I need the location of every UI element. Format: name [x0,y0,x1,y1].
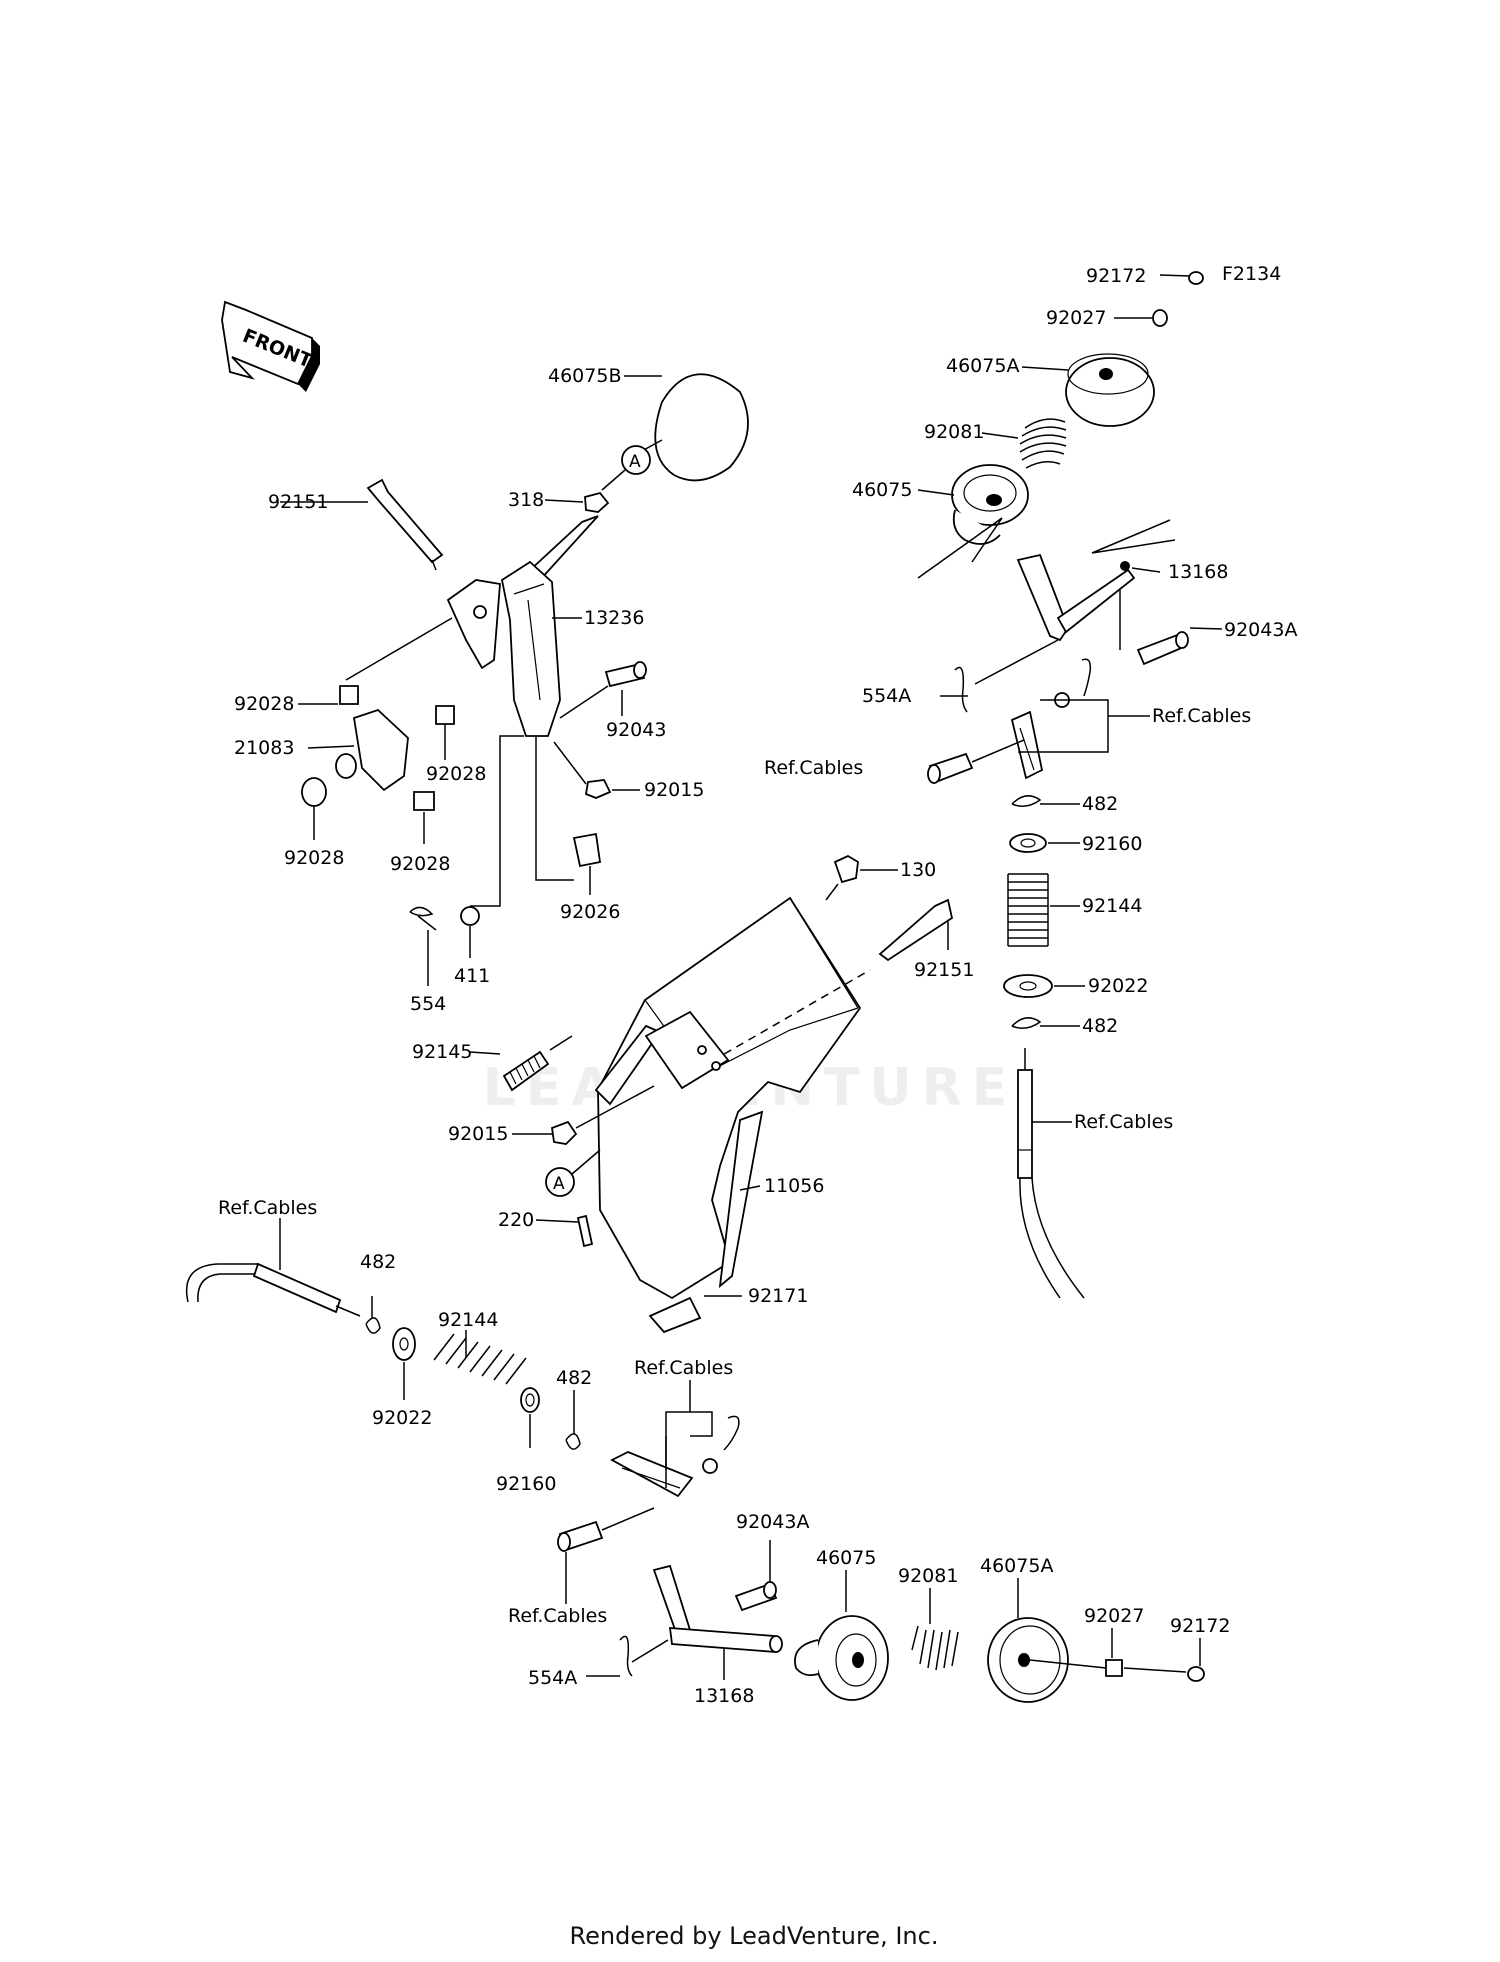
label-220: 220 [498,1209,534,1231]
label-92081-b: 92081 [898,1565,958,1587]
label-482-a: 482 [1082,793,1118,815]
label-13168-b: 13168 [694,1685,754,1707]
label-92160-b: 92160 [496,1473,556,1495]
label-92081-top: 92081 [924,421,984,443]
label-130: 130 [900,859,936,881]
label-ref-cables-b2: Ref.Cables [508,1605,607,1627]
label-13236: 13236 [584,607,644,629]
label-92144-b: 92144 [438,1309,498,1331]
label-92026: 92026 [560,901,620,923]
label-92022-r: 92022 [1088,975,1148,997]
callout-a-bottom: A [553,1174,565,1194]
label-554a-b: 554A [528,1667,577,1689]
label-482-b: 482 [1082,1015,1118,1037]
diagram-code: F2134 [1222,263,1281,285]
label-92151-r: 92151 [914,959,974,981]
label-13168-top: 13168 [1168,561,1228,583]
label-411: 411 [454,965,490,987]
label-21083: 21083 [234,737,294,759]
part-labels: 92172 92027 46075A 92081 46075 13168 920… [218,265,1297,1707]
footer-text: Rendered by LeadVenture, Inc. [569,1922,939,1950]
label-554a-top: 554A [862,685,911,707]
callout-a-top: A [629,452,641,472]
label-92028-d: 92028 [390,853,450,875]
label-92028-c: 92028 [284,847,344,869]
label-92151-l: 92151 [268,491,328,513]
label-92028-a: 92028 [234,693,294,715]
label-92160-r: 92160 [1082,833,1142,855]
label-92172-top: 92172 [1086,265,1146,287]
hand-lever-assembly: A [280,373,749,986]
label-92022-b: 92022 [372,1407,432,1429]
footer-credit: Rendered by LeadVenture, Inc. [0,1922,1500,1950]
label-482-d: 482 [556,1367,592,1389]
label-92144-r: 92144 [1082,895,1142,917]
label-92027-top: 92027 [1046,307,1106,329]
label-ref-cables-b: Ref.Cables [634,1357,733,1379]
label-46075a-b: 46075A [980,1555,1053,1577]
label-92027-b: 92027 [1084,1605,1144,1627]
label-46075-top: 46075 [852,479,912,501]
label-92172-b: 92172 [1170,1615,1230,1637]
label-92171: 92171 [748,1285,808,1307]
front-arrow-icon: FRONT [221,300,320,392]
label-ref-cables-l: Ref.Cables [218,1197,317,1219]
label-92043a-b: 92043A [736,1511,809,1533]
label-482-c: 482 [360,1251,396,1273]
label-92145: 92145 [412,1041,472,1063]
label-11056: 11056 [764,1175,824,1197]
pedal-bracket-assembly: A [469,854,954,1334]
lower-left-assembly [185,1218,1205,1703]
label-92043a-top: 92043A [1224,619,1297,641]
label-92015-a: 92015 [644,779,704,801]
label-554: 554 [410,993,446,1015]
label-ref-cables-r: Ref.Cables [1074,1111,1173,1133]
label-ref-cables-tl: Ref.Cables [764,757,863,779]
label-318: 318 [508,489,544,511]
label-92043: 92043 [606,719,666,741]
label-46075-b: 46075 [816,1547,876,1569]
label-92015-b: 92015 [448,1123,508,1145]
label-46075a-top: 46075A [946,355,1019,377]
top-right-assembly [917,271,1223,1299]
label-46075b: 46075B [548,365,621,387]
label-ref-cables-tr: Ref.Cables [1152,705,1251,727]
label-92028-b: 92028 [426,763,486,785]
